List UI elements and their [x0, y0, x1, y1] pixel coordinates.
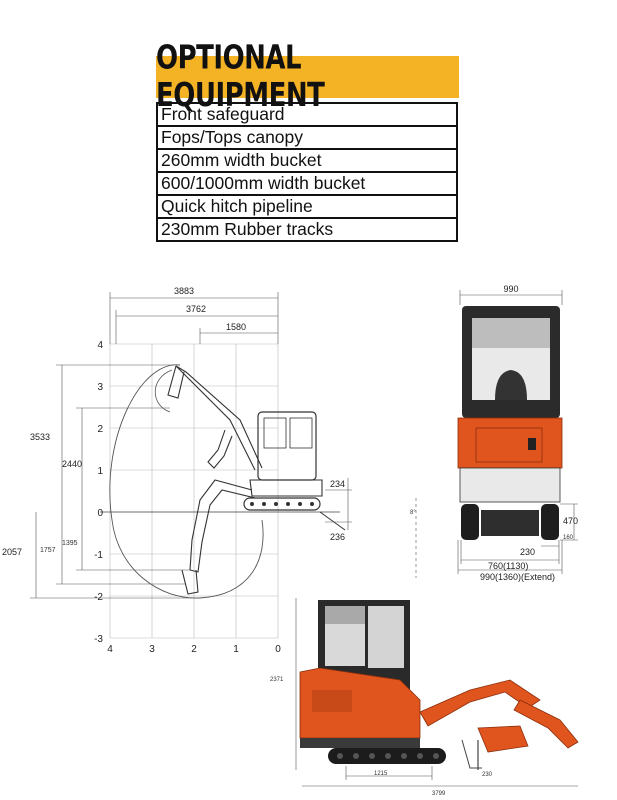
dim-236: 236	[330, 532, 345, 542]
x-tick: 1	[233, 644, 239, 655]
rear-dimension-lines	[302, 766, 578, 787]
x-tick: 0	[275, 644, 281, 655]
front-body	[457, 417, 563, 469]
dimension-lines	[30, 292, 352, 599]
x-tick: 3	[149, 644, 155, 655]
x-tick: 2	[191, 644, 197, 655]
rear-window-shade	[325, 606, 365, 624]
y-tick: -3	[94, 634, 103, 645]
dim-234: 234	[330, 479, 345, 489]
front-panel	[475, 427, 543, 463]
rear-body-panel	[312, 690, 352, 712]
excavator-side-outline	[243, 411, 346, 531]
front-seat	[495, 370, 527, 400]
table-row: Fops/Tops canopy	[156, 125, 458, 150]
dim-rear-230: 230	[482, 772, 493, 778]
front-track-right	[541, 504, 559, 540]
table-row: Quick hitch pipeline	[156, 194, 458, 219]
boom-raised	[167, 365, 263, 471]
equipment-item: 230mm Rubber tracks	[156, 217, 458, 242]
y-tick: 0	[97, 508, 103, 519]
dim-front-230: 230	[520, 547, 535, 557]
equipment-item: Front safeguard	[156, 102, 458, 127]
front-lower	[459, 467, 561, 503]
optional-equipment-table: Front safeguard Fops/Tops canopy 260mm w…	[156, 102, 458, 242]
front-windshield-shade	[472, 318, 550, 348]
range-grid	[109, 343, 279, 639]
dim-front-990: 990	[503, 284, 518, 294]
rear-view-diagram: 2371 1215	[270, 598, 579, 797]
y-tick: -2	[94, 592, 103, 603]
front-view-diagram: 990 8° 470 160	[410, 284, 578, 582]
working-range-diagram: 3883 3762 1580 3533 2440 2057 1757 1395 …	[2, 286, 352, 655]
y-tick: 4	[97, 340, 103, 351]
dim-rear-1215: 1215	[374, 771, 388, 777]
dim-rear-3799: 3799	[432, 791, 446, 797]
y-tick: 2	[97, 424, 103, 435]
dim-front-160: 160	[563, 535, 574, 541]
dim-3883: 3883	[174, 286, 194, 296]
dim-rear-2371: 2371	[270, 677, 284, 683]
rear-base	[300, 738, 420, 748]
front-dimension-lines	[457, 503, 578, 574]
equipment-item: Fops/Tops canopy	[156, 125, 458, 150]
table-row: 600/1000mm width bucket	[156, 171, 458, 196]
x-tick: 4	[107, 644, 113, 655]
dim-front-990ext: 990(1360)(Extend)	[480, 572, 555, 582]
dim-1580: 1580	[226, 322, 246, 332]
optional-equipment-banner: OPTIONAL EQUIPMENT	[156, 40, 459, 115]
table-row: Front safeguard	[156, 102, 458, 127]
equipment-item: Quick hitch pipeline	[156, 194, 458, 219]
rear-track-rollers	[337, 753, 439, 759]
dim-2440: 2440	[62, 459, 82, 469]
front-logo-icon	[528, 438, 536, 450]
y-tick: 3	[97, 382, 103, 393]
boom-lowered	[181, 479, 256, 595]
dim-angle: 8°	[410, 510, 416, 516]
dim-3762: 3762	[186, 304, 206, 314]
dim-1395: 1395	[62, 540, 78, 547]
rear-cab-window-right	[368, 606, 404, 668]
table-row: 260mm width bucket	[156, 148, 458, 173]
table-row: 230mm Rubber tracks	[156, 217, 458, 242]
dim-1757: 1757	[40, 547, 56, 554]
dim-front-760: 760(1130)	[488, 561, 528, 571]
rear-arm	[419, 679, 579, 770]
reach-envelope	[109, 364, 264, 599]
dim-3533: 3533	[30, 432, 50, 442]
equipment-item: 260mm width bucket	[156, 148, 458, 173]
y-tick: 1	[97, 466, 103, 477]
dim-2057: 2057	[2, 547, 22, 557]
reach-envelope-inner	[154, 369, 173, 413]
front-undercarriage	[481, 510, 539, 536]
y-tick: -1	[94, 550, 103, 561]
front-track-left	[461, 504, 479, 540]
equipment-item: 600/1000mm width bucket	[156, 171, 458, 196]
dim-front-470: 470	[563, 516, 578, 526]
